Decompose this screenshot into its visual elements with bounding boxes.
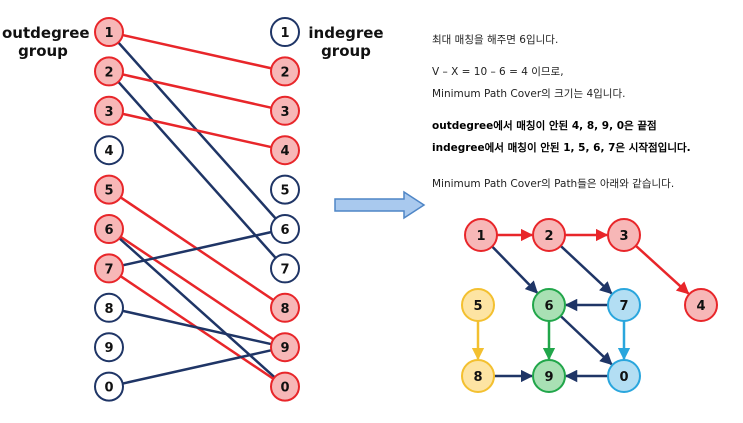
indegree-node-5: 5 <box>270 174 300 205</box>
path-edge-1-to-6 <box>491 245 539 294</box>
indegree-node-label: 2 <box>280 65 289 80</box>
path-node-3: 3 <box>607 218 641 252</box>
indegree-node-label: 6 <box>280 223 289 238</box>
outdegree-node-3: 3 <box>94 95 124 126</box>
indegree-node-label: 8 <box>280 302 289 317</box>
path-node-label: 5 <box>473 299 482 314</box>
path-node-label: 9 <box>544 370 553 385</box>
path-node-label: 3 <box>619 229 628 244</box>
path-node-0: 0 <box>607 359 641 393</box>
indegree-node-label: 4 <box>280 144 289 159</box>
outdegree-node-label: 1 <box>104 26 113 41</box>
path-node-8: 8 <box>461 359 495 393</box>
edge-7-to-6 <box>108 227 286 270</box>
indegree-node-4: 4 <box>270 135 300 166</box>
indegree-node-label: 0 <box>280 381 289 396</box>
path-edge-3-to-4 <box>634 244 690 295</box>
edge-6-to-9 <box>108 227 286 349</box>
path-node-label: 1 <box>476 229 485 244</box>
path-node-label: 7 <box>619 299 628 314</box>
path-node-2: 2 <box>532 218 566 252</box>
text-paths-intro: Minimum Path Cover의 Path들은 아래와 같습니다. <box>432 178 675 190</box>
indegree-node-6: 6 <box>270 214 300 244</box>
outdegree-node-label: 8 <box>104 302 113 317</box>
indegree-node-7: 7 <box>270 253 300 284</box>
path-node-7: 7 <box>607 288 641 322</box>
indegree-node-label: 3 <box>280 105 289 120</box>
path-node-label: 2 <box>544 229 553 244</box>
outdegree-node-label: 2 <box>104 65 113 80</box>
path-node-9: 9 <box>532 359 566 393</box>
indegree-node-2: 2 <box>270 56 300 87</box>
path-node-label: 8 <box>473 370 482 385</box>
path-edge-2-to-7 <box>559 245 613 295</box>
text-formula: V – X = 10 – 6 = 4 이므로, <box>432 66 564 78</box>
indegree-node-3: 3 <box>270 95 300 126</box>
indegree-node-label: 9 <box>280 341 289 356</box>
path-node-label: 0 <box>619 370 628 385</box>
outdegree-node-0: 0 <box>94 371 124 402</box>
outdegree-node-label: 0 <box>104 381 113 396</box>
outdegree-node-5: 5 <box>94 174 124 205</box>
indegree-node-9: 9 <box>270 332 300 363</box>
outdegree-node-label: 4 <box>104 144 113 159</box>
right-arrow-icon <box>334 190 426 220</box>
text-startpoints: indegree에서 매칭이 안된 1, 5, 6, 7은 시작점입니다. <box>432 142 691 154</box>
path-edge-6-to-0 <box>559 315 613 366</box>
outdegree-node-label: 7 <box>104 262 113 277</box>
edge-3-to-4 <box>108 109 286 152</box>
outdegree-node-label: 9 <box>104 341 113 356</box>
outdegree-node-8: 8 <box>94 292 124 323</box>
outdegree-node-7: 7 <box>94 253 124 284</box>
outdegree-node-label: 6 <box>104 223 113 238</box>
indegree-node-8: 8 <box>270 292 300 323</box>
edge-6-to-0 <box>108 228 286 388</box>
path-node-5: 5 <box>461 288 495 322</box>
indegree-group-title: indegree group <box>308 24 384 60</box>
path-node-label: 4 <box>696 299 705 314</box>
text-endpoints: outdegree에서 매칭이 안된 4, 8, 9, 0은 끝점 <box>432 120 657 132</box>
text-max-matching: 최대 매칭을 해주면 6입니다. <box>432 34 559 46</box>
edge-2-to-7 <box>108 70 286 270</box>
outdegree-node-1: 1 <box>94 17 124 47</box>
edge-1-to-2 <box>108 30 286 73</box>
path-node-6: 6 <box>532 288 566 322</box>
indegree-node-label: 5 <box>280 184 289 199</box>
outdegree-node-label: 3 <box>104 105 113 120</box>
outdegree-node-4: 4 <box>94 135 124 166</box>
text-path-cover-size: Minimum Path Cover의 크기는 4입니다. <box>432 88 626 100</box>
indegree-node-label: 7 <box>280 262 289 277</box>
indegree-node-0: 0 <box>270 371 300 402</box>
outdegree-node-2: 2 <box>94 56 124 87</box>
indegree-node-1: 1 <box>270 17 300 47</box>
path-node-1: 1 <box>464 218 498 252</box>
outdegree-node-6: 6 <box>94 214 124 244</box>
edge-2-to-3 <box>108 70 286 113</box>
path-node-4: 4 <box>684 288 718 322</box>
outdegree-group-title: outdegree group <box>2 24 90 60</box>
outdegree-node-label: 5 <box>104 184 113 199</box>
indegree-node-label: 1 <box>280 26 289 41</box>
edge-8-to-9 <box>108 306 286 349</box>
edge-0-to-9 <box>108 345 286 388</box>
path-node-label: 6 <box>544 299 553 314</box>
outdegree-node-9: 9 <box>94 332 124 363</box>
